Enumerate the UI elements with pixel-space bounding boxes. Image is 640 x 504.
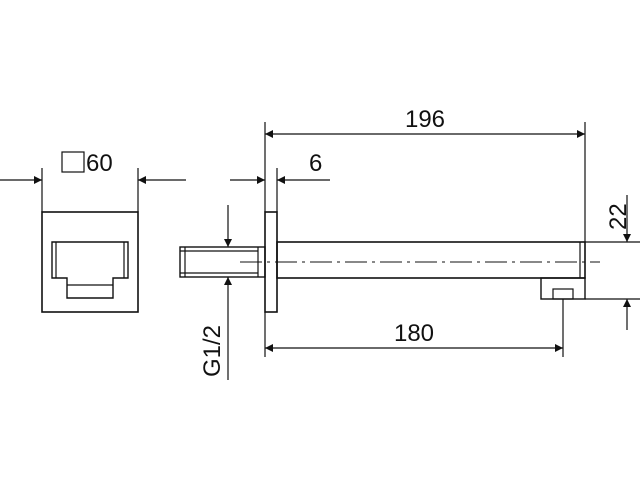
spout-outlet-aerator (552, 288, 574, 300)
threaded-connector (179, 246, 266, 278)
dimension-label-spout-reach: 180 (394, 320, 434, 347)
spout-body (276, 241, 586, 279)
front-view (0, 151, 186, 313)
side-view (179, 122, 640, 380)
square-symbol-icon (61, 151, 85, 173)
square-plate-outline (41, 211, 139, 313)
dimension-label-plate-thickness: 6 (309, 150, 322, 177)
dimension-labels: 60 196 6 180 22 G1/2 (86, 106, 632, 377)
dimension-label-overall-length: 196 (405, 106, 445, 133)
dimension-label-spout-height: 22 (605, 203, 632, 230)
dimension-label-thread: G1/2 (199, 325, 226, 377)
spout-outlet-outline (51, 241, 129, 299)
dimension-label-square-plate: 60 (86, 150, 113, 177)
